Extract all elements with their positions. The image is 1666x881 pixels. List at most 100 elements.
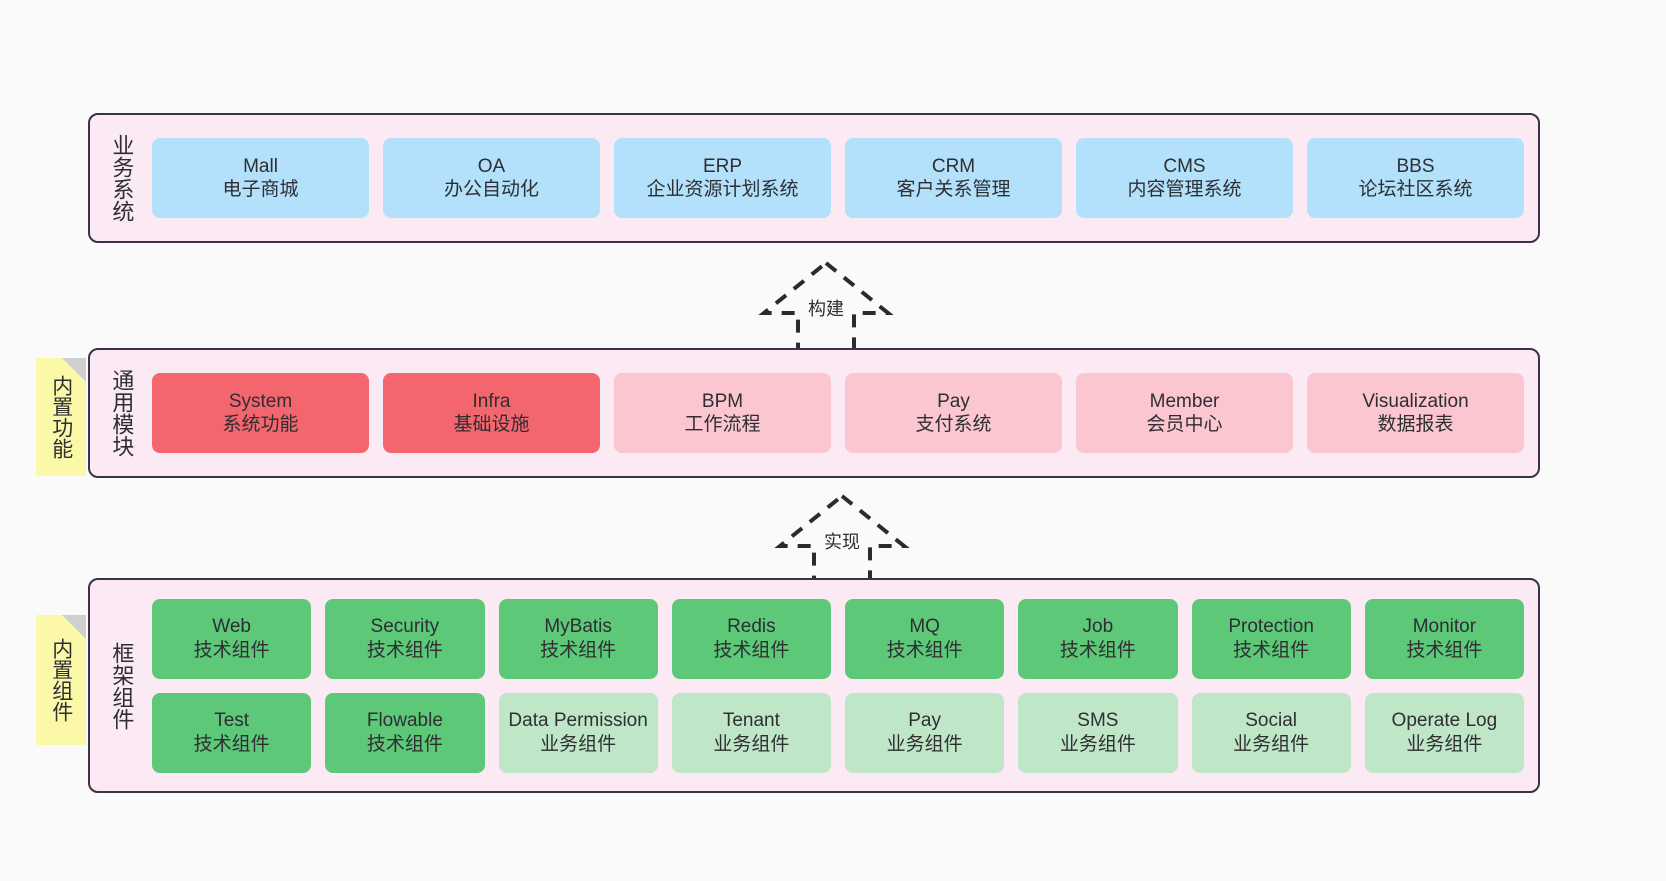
card-title: Job bbox=[1082, 616, 1114, 638]
card-title: ERP bbox=[702, 155, 743, 177]
card-title: OA bbox=[477, 155, 506, 177]
card-subtitle: 业务组件 bbox=[1059, 733, 1136, 755]
card-oa[interactable]: OA 办公自动化 bbox=[383, 138, 600, 218]
card-title: BPM bbox=[701, 390, 744, 412]
card-security[interactable]: Security 技术组件 bbox=[325, 598, 485, 679]
card-subtitle: 技术组件 bbox=[366, 733, 443, 755]
layer-common-module-label: 通用模块 bbox=[109, 369, 135, 457]
card-title: Web bbox=[212, 616, 251, 638]
card-subtitle: 电子商城 bbox=[222, 179, 299, 200]
card-infra[interactable]: Infra 基础设施 bbox=[383, 373, 600, 453]
card-title: MyBatis bbox=[544, 616, 612, 638]
card-row: System 系统功能 Infra 基础设施 BPM 工作流程 Pay 支付系统… bbox=[152, 373, 1524, 453]
generalization-arrow-icon bbox=[774, 493, 910, 588]
card-subtitle: 业务组件 bbox=[540, 733, 617, 755]
card-title: BBS bbox=[1396, 155, 1435, 177]
card-subtitle: 内容管理系统 bbox=[1127, 179, 1242, 200]
card-title: Visualization bbox=[1362, 390, 1469, 412]
card-title: Flowable bbox=[366, 710, 443, 732]
card-test[interactable]: Test 技术组件 bbox=[152, 692, 312, 773]
card-cms[interactable]: CMS 内容管理系统 bbox=[1076, 138, 1293, 218]
layer-common-module: 通用模块 System 系统功能 Infra 基础设施 BPM 工作流程 Pay… bbox=[88, 348, 1540, 478]
card-bpm[interactable]: BPM 工作流程 bbox=[614, 373, 831, 453]
card-data-permission[interactable]: Data Permission 业务组件 bbox=[498, 692, 658, 773]
card-flowable[interactable]: Flowable 技术组件 bbox=[325, 692, 485, 773]
card-title: Operate Log bbox=[1391, 710, 1498, 732]
card-subtitle: 业务组件 bbox=[886, 733, 963, 755]
card-pay-module[interactable]: Pay 支付系统 bbox=[845, 373, 1062, 453]
card-subtitle: 数据报表 bbox=[1377, 414, 1454, 435]
card-subtitle: 技术组件 bbox=[1233, 639, 1310, 661]
card-subtitle: 业务组件 bbox=[1406, 733, 1483, 755]
card-sms[interactable]: SMS 业务组件 bbox=[1018, 692, 1178, 773]
connector-build-label: 构建 bbox=[808, 299, 844, 319]
card-protection[interactable]: Protection 技术组件 bbox=[1191, 598, 1351, 679]
card-crm[interactable]: CRM 客户关系管理 bbox=[845, 138, 1062, 218]
card-title: System bbox=[228, 390, 293, 412]
card-row: Test 技术组件 Flowable 技术组件 Data Permission … bbox=[152, 692, 1524, 773]
card-mall[interactable]: Mall 电子商城 bbox=[152, 138, 369, 218]
card-title: Monitor bbox=[1412, 616, 1477, 638]
layer-framework-component-cards: Web 技术组件 Security 技术组件 MyBatis 技术组件 Redi… bbox=[148, 598, 1538, 773]
card-row: Mall 电子商城 OA 办公自动化 ERP 企业资源计划系统 CRM 客户关系… bbox=[152, 138, 1524, 218]
card-title: Security bbox=[370, 616, 440, 638]
card-job[interactable]: Job 技术组件 bbox=[1018, 598, 1178, 679]
card-subtitle: 业务组件 bbox=[713, 733, 790, 755]
connector-build: 构建 bbox=[736, 255, 916, 355]
sticky-note-builtin-function: 内置功能 bbox=[36, 358, 86, 476]
card-web[interactable]: Web 技术组件 bbox=[152, 598, 312, 679]
sticky-fold-corner-icon bbox=[62, 615, 86, 639]
card-pay-component[interactable]: Pay 业务组件 bbox=[845, 692, 1005, 773]
card-bbs[interactable]: BBS 论坛社区系统 bbox=[1307, 138, 1524, 218]
card-title: Pay bbox=[908, 710, 941, 732]
card-subtitle: 办公自动化 bbox=[443, 179, 539, 200]
layer-business-system-label: 业务系统 bbox=[109, 134, 135, 222]
card-title: SMS bbox=[1077, 710, 1119, 732]
card-subtitle: 技术组件 bbox=[713, 639, 790, 661]
sticky-note-label: 内置组件 bbox=[49, 638, 73, 722]
card-title: CRM bbox=[931, 155, 976, 177]
card-member[interactable]: Member 会员中心 bbox=[1076, 373, 1293, 453]
card-subtitle: 技术组件 bbox=[193, 639, 270, 661]
card-title: Infra bbox=[472, 390, 511, 412]
card-subtitle: 论坛社区系统 bbox=[1358, 179, 1473, 200]
card-title: Data Permission bbox=[508, 710, 648, 732]
card-redis[interactable]: Redis 技术组件 bbox=[671, 598, 831, 679]
card-title: Test bbox=[214, 710, 250, 732]
card-subtitle: 业务组件 bbox=[1233, 733, 1310, 755]
connector-realize: 实现 bbox=[752, 488, 932, 588]
card-operate-log[interactable]: Operate Log 业务组件 bbox=[1364, 692, 1524, 773]
card-social[interactable]: Social 业务组件 bbox=[1191, 692, 1351, 773]
card-title: Social bbox=[1245, 710, 1297, 732]
card-subtitle: 基础设施 bbox=[453, 414, 530, 435]
card-title: Redis bbox=[727, 616, 776, 638]
card-subtitle: 技术组件 bbox=[193, 733, 270, 755]
card-subtitle: 工作流程 bbox=[684, 414, 761, 435]
card-subtitle: 支付系统 bbox=[915, 414, 992, 435]
card-subtitle: 技术组件 bbox=[886, 639, 963, 661]
card-tenant[interactable]: Tenant 业务组件 bbox=[671, 692, 831, 773]
card-system[interactable]: System 系统功能 bbox=[152, 373, 369, 453]
card-subtitle: 会员中心 bbox=[1146, 414, 1223, 435]
layer-common-module-cards: System 系统功能 Infra 基础设施 BPM 工作流程 Pay 支付系统… bbox=[148, 373, 1538, 453]
card-subtitle: 系统功能 bbox=[222, 414, 299, 435]
card-row: Web 技术组件 Security 技术组件 MyBatis 技术组件 Redi… bbox=[152, 598, 1524, 679]
card-subtitle: 客户关系管理 bbox=[896, 179, 1011, 200]
layer-business-system: 业务系统 Mall 电子商城 OA 办公自动化 ERP 企业资源计划系统 CRM… bbox=[88, 113, 1540, 243]
card-subtitle: 技术组件 bbox=[1059, 639, 1136, 661]
card-subtitle: 技术组件 bbox=[540, 639, 617, 661]
sticky-fold-corner-icon bbox=[62, 358, 86, 382]
card-title: Mall bbox=[243, 155, 278, 177]
generalization-arrow-icon bbox=[758, 260, 894, 355]
card-title: CMS bbox=[1163, 155, 1206, 177]
card-erp[interactable]: ERP 企业资源计划系统 bbox=[614, 138, 831, 218]
sticky-note-label: 内置功能 bbox=[49, 375, 73, 459]
card-title: MQ bbox=[909, 616, 940, 638]
card-mq[interactable]: MQ 技术组件 bbox=[845, 598, 1005, 679]
card-mybatis[interactable]: MyBatis 技术组件 bbox=[498, 598, 658, 679]
card-monitor[interactable]: Monitor 技术组件 bbox=[1364, 598, 1524, 679]
card-subtitle: 企业资源计划系统 bbox=[646, 179, 799, 200]
card-title: Member bbox=[1149, 390, 1220, 412]
card-visualization[interactable]: Visualization 数据报表 bbox=[1307, 373, 1524, 453]
